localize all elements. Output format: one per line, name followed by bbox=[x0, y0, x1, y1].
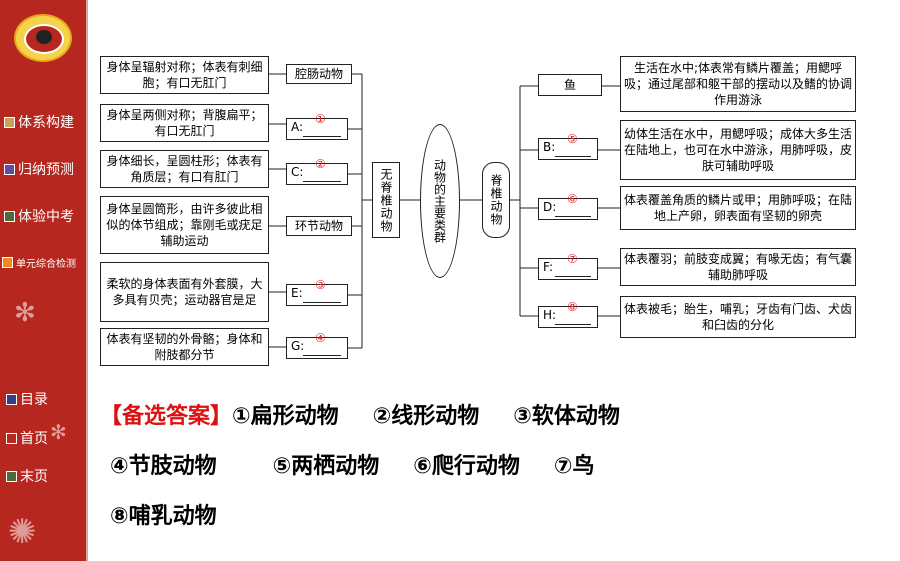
nav-label: 体验中考 bbox=[18, 209, 74, 225]
square-icon bbox=[4, 116, 15, 128]
blank-underline bbox=[303, 136, 341, 137]
blank-letter: E: bbox=[291, 286, 303, 300]
logo-eye-icon bbox=[36, 30, 52, 44]
answer-item: ①扁形动物 bbox=[232, 404, 339, 429]
answer-heading: 【备选答案】 bbox=[100, 404, 233, 429]
invertebrate-label: 无脊椎动物 bbox=[372, 162, 400, 238]
nav-moye[interactable]: 末页 bbox=[6, 466, 48, 486]
blank-underline bbox=[555, 276, 591, 277]
nav-guina[interactable]: 归纳预测 bbox=[4, 159, 74, 179]
nav-danyuan[interactable]: 单元综合检测 bbox=[2, 255, 76, 270]
desc-fish: 生活在水中;体表常有鳞片覆盖；用鳃呼吸；通过尾部和躯干部的摆动以及鳍的协调作用游… bbox=[620, 56, 856, 112]
desc-cnidaria: 身体呈辐射对称；体表有刺细胞；有口无肛门 bbox=[100, 56, 269, 94]
blank-letter: A: bbox=[291, 120, 304, 134]
blank-letter: C: bbox=[291, 165, 304, 179]
blank-number: ⑧ bbox=[567, 300, 578, 314]
answer-row: 【备选答案】①扁形动物 ②线形动物 ③软体动物 bbox=[100, 392, 890, 442]
answer-item: ⑦鸟 bbox=[553, 454, 595, 479]
blank-letter: H: bbox=[543, 308, 557, 322]
dandelion-icon: ✻ bbox=[50, 420, 67, 444]
desc-row-f: 体表覆羽；前肢变成翼；有喙无齿；有气囊辅助肺呼吸 bbox=[620, 248, 856, 286]
blank-underline bbox=[555, 156, 591, 157]
desc-row-e: 柔软的身体表面有外套膜，大多具有贝壳；运动器官是足 bbox=[100, 262, 269, 322]
nav-tixi[interactable]: 体系构建 bbox=[4, 112, 74, 132]
blank-number: ⑦ bbox=[567, 252, 578, 266]
square-icon bbox=[2, 257, 13, 268]
blank-letter: G: bbox=[291, 339, 305, 353]
nav-label: 单元综合检测 bbox=[16, 259, 76, 270]
blank-f[interactable]: F: ⑦ bbox=[538, 252, 598, 280]
blank-g[interactable]: G: ④ bbox=[286, 331, 348, 359]
vertebrate-label: 脊椎动物 bbox=[482, 162, 510, 238]
desc-row-g: 体表有坚韧的外骨骼；身体和附肢都分节 bbox=[100, 328, 269, 366]
answer-item: ②线形动物 bbox=[372, 404, 480, 429]
desc-row-h: 体表被毛；胎生，哺乳；牙齿有门齿、犬齿和臼齿的分化 bbox=[620, 296, 856, 338]
blank-h[interactable]: H: ⑧ bbox=[538, 300, 598, 328]
square-icon bbox=[4, 163, 15, 175]
blank-number: ⑤ bbox=[567, 132, 578, 146]
square-icon bbox=[6, 470, 17, 482]
classification-diagram: 身体呈辐射对称；体表有刺细胞；有口无肛门 身体呈两侧对称；背腹扁平；有口无肛门 … bbox=[90, 48, 900, 370]
desc-row-d: 体表覆盖角质的鳞片或甲；用肺呼吸；在陆地上产卵，卵表面有坚韧的卵壳 bbox=[620, 186, 856, 230]
logo-ring bbox=[24, 24, 64, 54]
answer-item: ⑤两栖动物 bbox=[272, 454, 380, 479]
nav-mulu[interactable]: 目录 bbox=[6, 389, 48, 409]
answer-item: ④节肢动物 bbox=[110, 454, 217, 479]
square-icon bbox=[6, 432, 17, 444]
group-cnidaria: 腔肠动物 bbox=[286, 64, 352, 84]
answer-item: ③软体动物 bbox=[513, 404, 620, 429]
answer-row: ⑧哺乳动物 bbox=[110, 492, 890, 542]
center-label: 动物的主要类群 bbox=[420, 124, 460, 278]
nav-label: 首页 bbox=[20, 431, 48, 447]
blank-underline bbox=[303, 302, 341, 303]
blank-c[interactable]: C: ② bbox=[286, 157, 348, 185]
blank-letter: B: bbox=[543, 140, 556, 154]
desc-annelida: 身体呈圆筒形，由许多彼此相似的体节组成；靠刚毛或疣足辅助运动 bbox=[100, 196, 269, 254]
nav-label: 归纳预测 bbox=[18, 162, 74, 178]
desc-row-a: 身体呈两侧对称；背腹扁平；有口无肛门 bbox=[100, 104, 269, 142]
blank-underline bbox=[555, 216, 591, 217]
blank-number: ③ bbox=[315, 278, 326, 292]
nav-label: 目录 bbox=[20, 392, 48, 408]
blank-b[interactable]: B: ⑤ bbox=[538, 132, 598, 160]
blank-number: ① bbox=[315, 112, 326, 126]
desc-row-b: 幼体生活在水中，用鳃呼吸；成体大多生活在陆地上，也可在水中游泳，用肺呼吸，皮肤可… bbox=[620, 120, 856, 180]
nav-shouye[interactable]: 首页 bbox=[6, 428, 48, 448]
blank-letter: F: bbox=[543, 260, 554, 274]
blank-underline bbox=[303, 355, 341, 356]
answer-item: ⑧哺乳动物 bbox=[110, 504, 217, 529]
blank-number: ④ bbox=[315, 331, 326, 345]
answer-row: ④节肢动物 ⑤两栖动物 ⑥爬行动物 ⑦鸟 bbox=[110, 442, 890, 492]
blank-e[interactable]: E: ③ bbox=[286, 278, 348, 306]
blank-number: ⑥ bbox=[567, 192, 578, 206]
nav-label: 体系构建 bbox=[18, 115, 74, 131]
dandelion-icon: ✻ bbox=[14, 298, 36, 328]
answer-item: ⑥爬行动物 bbox=[413, 454, 520, 479]
connector-lines bbox=[269, 73, 620, 349]
blank-underline bbox=[555, 324, 591, 325]
nav-label: 末页 bbox=[20, 469, 48, 485]
blank-letter: D: bbox=[543, 200, 557, 214]
sidebar-divider bbox=[86, 0, 88, 561]
blank-number: ② bbox=[315, 157, 326, 171]
blank-d[interactable]: D: ⑥ bbox=[538, 192, 598, 220]
blank-underline bbox=[303, 181, 341, 182]
group-fish: 鱼 bbox=[538, 74, 602, 96]
group-annelida: 环节动物 bbox=[286, 216, 352, 236]
square-icon bbox=[4, 210, 15, 222]
desc-row-c: 身体细长，呈圆柱形；体表有角质层；有口有肛门 bbox=[100, 150, 269, 188]
dandelion-icon: ✺ bbox=[8, 512, 37, 552]
square-icon bbox=[6, 393, 17, 405]
sidebar: 体系构建 归纳预测 体验中考 单元综合检测 ✻ ✻ ✺ 目录 首页 末页 bbox=[0, 0, 86, 561]
blank-a[interactable]: A: ① bbox=[286, 112, 348, 140]
nav-tiyan[interactable]: 体验中考 bbox=[4, 206, 74, 226]
logo bbox=[14, 14, 72, 62]
